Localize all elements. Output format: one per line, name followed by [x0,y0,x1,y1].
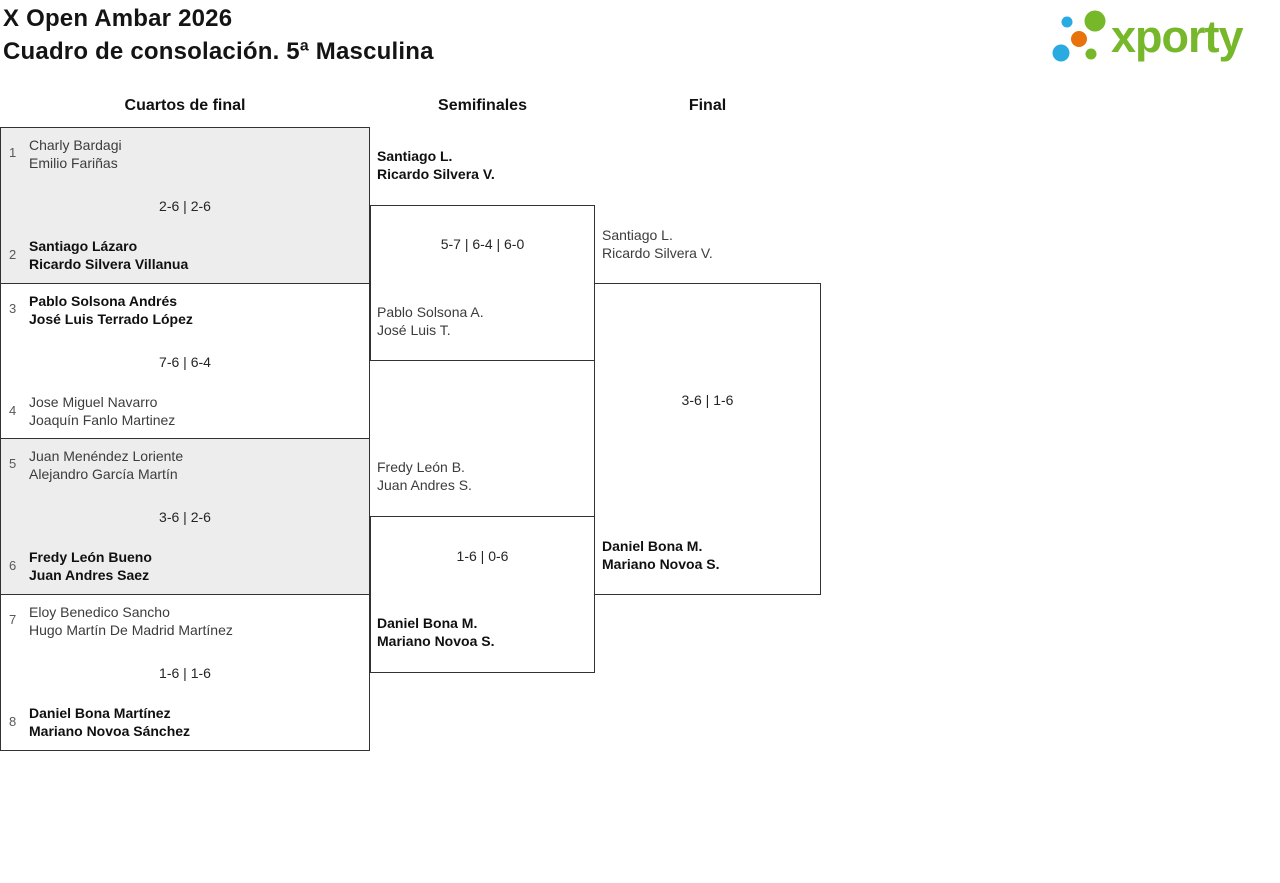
seed-number: 8 [9,714,17,729]
seed-number: 2 [9,247,17,262]
player-name: Daniel Bona Martínez [29,705,171,721]
player-name: Santiago L. [602,227,673,243]
player-name: Fredy León Bueno [29,549,152,565]
player-name: Pablo Solsona Andrés [29,293,178,309]
seed-number: 1 [9,145,17,160]
match-score: 7-6 | 6-4 [159,354,211,370]
seed-number: 4 [9,403,17,418]
player-name: José Luis Terrado López [29,311,193,327]
player-name: Daniel Bona M. [602,538,703,554]
qf-match-box-2: 3 Pablo Solsona Andrés José Luis Terrado… [0,283,370,439]
player-name: Pablo Solsona A. [377,304,484,320]
player-name: Joaquín Fanlo Martinez [29,412,176,428]
player-name: Ricardo Silvera Villanua [29,256,189,272]
player-name: Ricardo Silvera V. [377,166,495,182]
seed-number: 5 [9,456,17,471]
team-pair-bottom: Daniel Bona M. Mariano Novoa S. [602,537,719,573]
player-name: Eloy Benedico Sancho [29,604,170,620]
page-title: X Open Ambar 2026 Cuadro de consolación.… [3,2,434,68]
team-pair-bottom: Pablo Solsona A. José Luis T. [377,303,484,339]
player-name: Mariano Novoa Sánchez [29,723,191,739]
xporty-logo[interactable]: xporty [1111,11,1244,62]
qf-match-box-3: 5 Juan Menéndez Loriente Alejandro Garcí… [0,438,370,595]
player-name: Daniel Bona M. [377,615,478,631]
xporty-logo-dots-icon [1052,10,1106,62]
match-score: 2-6 | 2-6 [159,198,211,214]
player-name: Santiago Lázaro [29,238,138,254]
player-name: Mariano Novoa S. [602,556,720,572]
team-pair-top: Eloy Benedico Sancho Hugo Martín De Madr… [29,603,233,639]
team-pair-top: Pablo Solsona Andrés José Luis Terrado L… [29,292,193,328]
player-name: Hugo Martín De Madrid Martínez [29,622,233,638]
match-score: 3-6 | 1-6 [681,392,734,408]
player-name: Alejandro García Martín [29,466,178,482]
seed-number: 7 [9,612,17,627]
seed-number: 6 [9,558,17,573]
match-score: 5-7 | 6-4 | 6-0 [440,236,525,252]
team-pair-bottom: Jose Miguel Navarro Joaquín Fanlo Martin… [29,393,175,429]
column-header-semifinals: Semifinales [438,97,527,114]
player-name: Fredy León B. [377,459,465,475]
qf-match-box-1: 1 Charly Bardagi Emilio Fariñas 2-6 | 2-… [0,127,370,284]
qf-match-box-4: 7 Eloy Benedico Sancho Hugo Martín De Ma… [0,594,370,751]
team-pair-top: Charly Bardagi Emilio Fariñas [29,136,122,172]
team-pair-top: Santiago L. Ricardo Silvera V. [377,147,495,183]
player-name: Juan Menéndez Loriente [29,448,184,464]
column-header-quarterfinals: Cuartos de final [124,97,246,114]
match-score: 3-6 | 2-6 [159,509,211,525]
team-pair-top: Juan Menéndez Loriente Alejandro García … [29,447,183,483]
bracket-subtitle: Cuadro de consolación. 5ª Masculina [3,38,434,65]
player-name: José Luis T. [377,322,451,338]
player-name: Juan Andres Saez [29,567,150,583]
match-score: 1-6 | 0-6 [456,548,509,564]
player-name: Charly Bardagi [29,137,122,153]
final-match-box [594,283,821,595]
match-score: 1-6 | 1-6 [159,665,211,681]
team-pair-top: Santiago L. Ricardo Silvera V. [602,226,713,262]
player-name: Ricardo Silvera V. [602,245,713,261]
player-name: Santiago L. [377,148,453,164]
player-name: Mariano Novoa S. [377,633,495,649]
team-pair-bottom: Fredy León Bueno Juan Andres Saez [29,548,152,584]
team-pair-bottom: Santiago Lázaro Ricardo Silvera Villanua [29,237,188,273]
seed-number: 3 [9,301,17,316]
team-pair-top: Fredy León B. Juan Andres S. [377,458,472,494]
tournament-name: X Open Ambar 2026 [3,5,233,32]
column-header-final: Final [688,97,727,114]
team-pair-bottom: Daniel Bona M. Mariano Novoa S. [377,614,494,650]
team-pair-bottom: Daniel Bona Martínez Mariano Novoa Sánch… [29,704,190,740]
player-name: Emilio Fariñas [29,155,118,171]
player-name: Jose Miguel Navarro [29,394,158,410]
player-name: Juan Andres S. [377,477,472,493]
